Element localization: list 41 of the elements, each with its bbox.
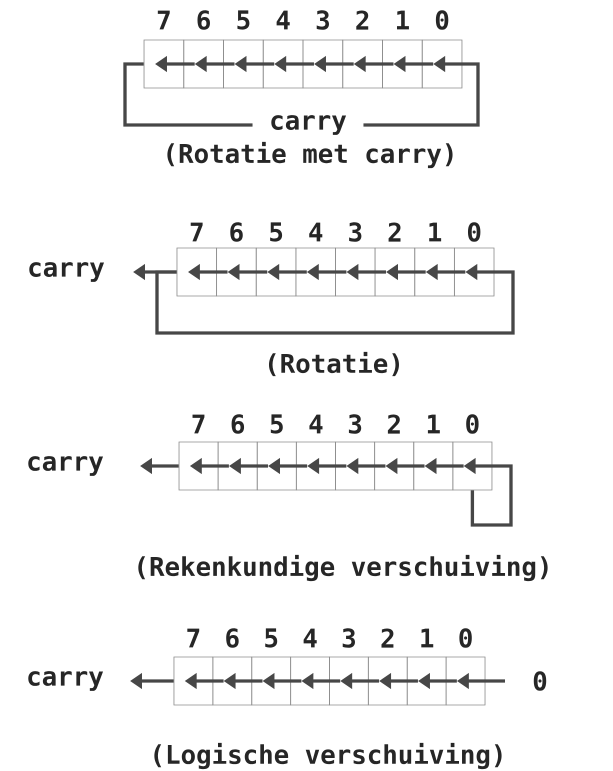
edge-label: carry bbox=[252, 112, 364, 138]
text-label: carry bbox=[29, 262, 104, 282]
bit-number: 3 bbox=[342, 628, 355, 648]
bit-number: 7 bbox=[158, 10, 170, 30]
bit-number: 6 bbox=[232, 414, 244, 434]
text-label: carry bbox=[28, 456, 104, 476]
bit-number: 2 bbox=[388, 222, 400, 242]
bit-number: 6 bbox=[198, 10, 210, 30]
bit-number: 1 bbox=[429, 222, 442, 242]
bit-number: 0 bbox=[468, 222, 480, 242]
bit-number: 7 bbox=[192, 414, 204, 434]
bit-number: 6 bbox=[226, 628, 239, 648]
bit-number: 4 bbox=[309, 414, 322, 434]
bit-number: 7 bbox=[190, 222, 203, 242]
bit-number: 4 bbox=[309, 222, 322, 242]
bit-number: 3 bbox=[349, 222, 362, 242]
bit-number: 6 bbox=[230, 222, 243, 242]
bit-number: 2 bbox=[381, 628, 394, 648]
bit-number: 0 bbox=[459, 628, 472, 648]
bit-number: 7 bbox=[187, 628, 200, 648]
bit-number: 4 bbox=[304, 628, 317, 648]
bit-number: 5 bbox=[270, 222, 282, 242]
bit-number: 5 bbox=[270, 414, 283, 434]
caption: (Logische verschuiving) bbox=[154, 742, 502, 770]
bit-number: 0 bbox=[436, 10, 448, 30]
text-label: 0 bbox=[534, 671, 546, 691]
caption: (Rotatie) bbox=[268, 352, 399, 376]
caption: (Rekenkundige verschuiving) bbox=[138, 554, 548, 582]
bit-number: 1 bbox=[421, 628, 434, 648]
bit-number: 1 bbox=[428, 414, 440, 434]
bit-number: 5 bbox=[265, 628, 278, 648]
bit-number: 3 bbox=[316, 10, 329, 30]
bit-number: 5 bbox=[237, 10, 250, 30]
bit-number: 2 bbox=[356, 10, 368, 30]
bit-number: 3 bbox=[348, 414, 362, 434]
bit-number: 0 bbox=[466, 414, 479, 434]
bit-number: 1 bbox=[397, 10, 409, 30]
text-label: carry bbox=[28, 671, 104, 691]
bit-number: 2 bbox=[388, 414, 400, 434]
bit-number: 4 bbox=[276, 10, 290, 30]
caption: (Rotatie met carry) bbox=[167, 142, 453, 168]
